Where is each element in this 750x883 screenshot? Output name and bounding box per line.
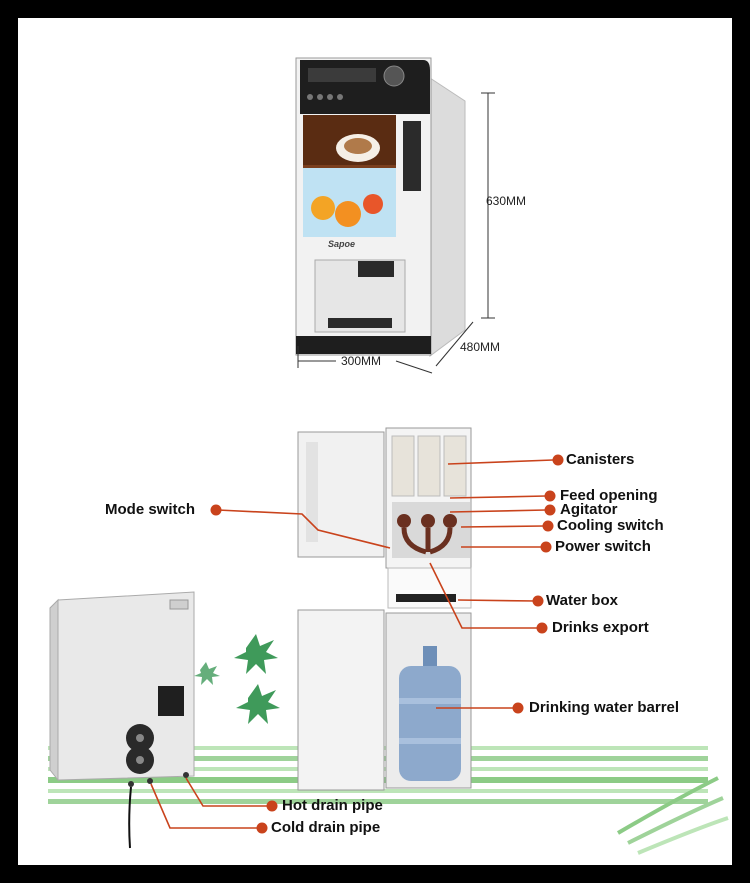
agitator-unit — [443, 514, 457, 528]
label-cooling-switch: Cooling switch — [557, 517, 664, 534]
cooling-switch-leader — [460, 525, 545, 528]
label-agitator: Agitator — [560, 501, 618, 518]
illustration: Sapoe — [48, 57, 729, 855]
label-canisters: Canisters — [566, 451, 635, 468]
mode-switch-leader — [217, 509, 391, 549]
coin-slot-icon — [383, 65, 405, 87]
canister — [417, 435, 441, 497]
canisters-leader — [447, 459, 554, 465]
button-dot-icon — [307, 94, 313, 100]
bottle-neck — [423, 646, 437, 666]
machine-side-panel — [429, 77, 466, 357]
leaf-icon — [236, 684, 280, 724]
dimension-lines — [297, 92, 495, 374]
hot-drain-leader — [185, 777, 268, 807]
drain-port — [183, 772, 189, 778]
button-dot-icon — [327, 94, 333, 100]
button-dot-icon — [337, 94, 343, 100]
depth-dimension: 480MM — [460, 340, 501, 354]
feed-opening-leader — [449, 495, 547, 499]
agitator-unit — [397, 514, 411, 528]
callout-dots — [210, 454, 564, 834]
label-power-switch: Power switch — [555, 538, 651, 555]
orange-icon — [311, 196, 335, 220]
width-dimension: 300MM — [341, 354, 382, 368]
power-cord — [128, 786, 132, 849]
label-drinking-water-barrel: Drinking water barrel — [529, 699, 680, 716]
water-bottle — [399, 666, 461, 781]
vending-machine: Sapoe — [295, 57, 466, 357]
agitator-leader — [449, 509, 547, 513]
agitator-unit — [421, 514, 435, 528]
leaf-icon — [234, 634, 278, 674]
canister — [391, 435, 415, 497]
vent-block — [158, 686, 184, 716]
drip-tray — [328, 318, 392, 328]
canister — [443, 435, 467, 497]
label-drinks-export: Drinks export — [552, 619, 649, 636]
water-box-tray — [396, 594, 456, 602]
drinks-export-leader — [429, 562, 540, 629]
machine-base — [296, 336, 431, 354]
callout-lines — [150, 459, 554, 829]
cabinet-open-view — [297, 427, 472, 791]
lower-door — [297, 609, 385, 791]
drain-port — [147, 778, 153, 784]
label-water-box: Water box — [546, 592, 618, 609]
label-cold-drain-pipe: Cold drain pipe — [271, 819, 381, 836]
label-mode-switch: Mode switch — [105, 501, 196, 518]
cold-drain-leader — [150, 783, 258, 829]
label-feed-opening: Feed opening — [560, 487, 658, 504]
image-frame: Sapoe — [18, 18, 732, 865]
label-hot-drain-pipe: Hot drain pipe — [282, 797, 383, 814]
display-screen — [308, 68, 376, 82]
orange-icon — [335, 201, 361, 227]
nozzle — [358, 261, 394, 277]
cabinet-back-view — [49, 591, 195, 849]
water-box-leader — [457, 599, 537, 602]
orange-icon — [363, 194, 383, 214]
coin-box — [403, 121, 421, 191]
leaf-decoration — [194, 634, 280, 724]
drain-port — [128, 781, 134, 787]
brand-logo: Sapoe — [328, 239, 355, 249]
button-dot-icon — [317, 94, 323, 100]
leaf-icon — [194, 662, 220, 685]
height-dimension: 630MM — [486, 194, 527, 208]
